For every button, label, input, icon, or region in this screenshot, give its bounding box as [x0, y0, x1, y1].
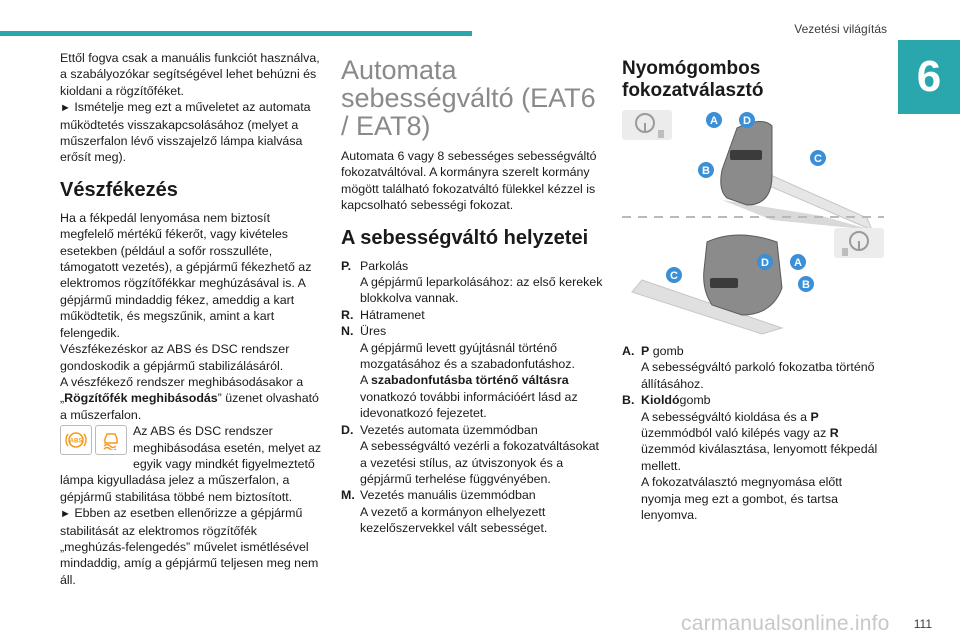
column-right: Nyomógombos fokozatválasztó: [622, 58, 884, 102]
step-text: ► Ismételje meg ezt a műveletet az autom…: [60, 100, 311, 165]
callout-badge-b: [698, 162, 714, 178]
callout-badge-d: [739, 112, 755, 128]
callout-label: A: [710, 115, 718, 127]
callout-label: B: [802, 279, 810, 291]
heading-selector: Nyomógombos fokozatválasztó: [622, 58, 764, 101]
gear-selector-bottom: [631, 234, 784, 335]
callout-label: C: [670, 270, 678, 282]
column-middle: Automata sebességváltó (EAT6 / EAT8) Aut…: [341, 56, 605, 537]
heading-positions: A sebességváltó helyzetei: [341, 226, 589, 249]
warning-icons: ABS: [60, 425, 127, 456]
section-title: Vezetési világítás: [794, 22, 887, 36]
abs-icon: ABS: [60, 425, 92, 456]
callout-label: A: [794, 257, 802, 269]
callout-label: D: [761, 257, 769, 269]
paragraph: Vészfékezéskor az ABS és DSC rendszer go…: [60, 342, 290, 373]
warning-paragraph: ABS Az ABS és DSC rendszer meghibásodása…: [60, 424, 322, 504]
gear-selector-illustration: A D C B D A C B: [622, 110, 884, 335]
gear-selector-top: [720, 121, 873, 231]
watermark: carmanualsonline.info: [681, 612, 890, 635]
callout-badge-a: [706, 112, 722, 128]
column-left: Ettől fogva csak a manuális funkciót has…: [60, 50, 322, 588]
callout-badge-a: [790, 254, 806, 270]
arrow-icon: ►: [60, 508, 71, 521]
heading-vesz: Vészfékezés: [60, 178, 178, 201]
intro-text: Ettől fogva csak a manuális funkciót has…: [60, 51, 320, 98]
svg-text:ABS: ABS: [70, 439, 83, 445]
paragraph: A vészfékező rendszer meghibásodásakor a…: [60, 374, 319, 422]
dsc-icon: [95, 425, 127, 456]
steering-wheel-icon: [622, 110, 672, 140]
page-number: 111: [913, 617, 932, 631]
callout-badge-c: [810, 150, 826, 166]
arrow-icon: ►: [60, 102, 71, 115]
callout-badge-c: [666, 267, 682, 283]
header-accent-bar: [0, 31, 472, 36]
heading-automata: Automata sebességváltó (EAT6 / EAT8): [341, 55, 596, 141]
paragraph: Ha a fékpedál lenyomása nem biztosít meg…: [60, 210, 312, 340]
callout-badge-b: [798, 276, 814, 292]
callout-label: D: [743, 115, 751, 127]
callout-badge-d: [757, 254, 773, 270]
definition-item: R.Hátramenet: [341, 307, 425, 322]
steering-wheel-icon: [834, 228, 884, 258]
intro-text: Automata 6 vagy 8 sebességes sebességvál…: [341, 149, 597, 213]
chapter-tab: 6: [898, 40, 960, 114]
step-text: ► Ebben az esetben ellenőrizze a gépjárm…: [60, 506, 319, 587]
callout-label: C: [814, 153, 822, 165]
callout-label: B: [702, 165, 710, 177]
